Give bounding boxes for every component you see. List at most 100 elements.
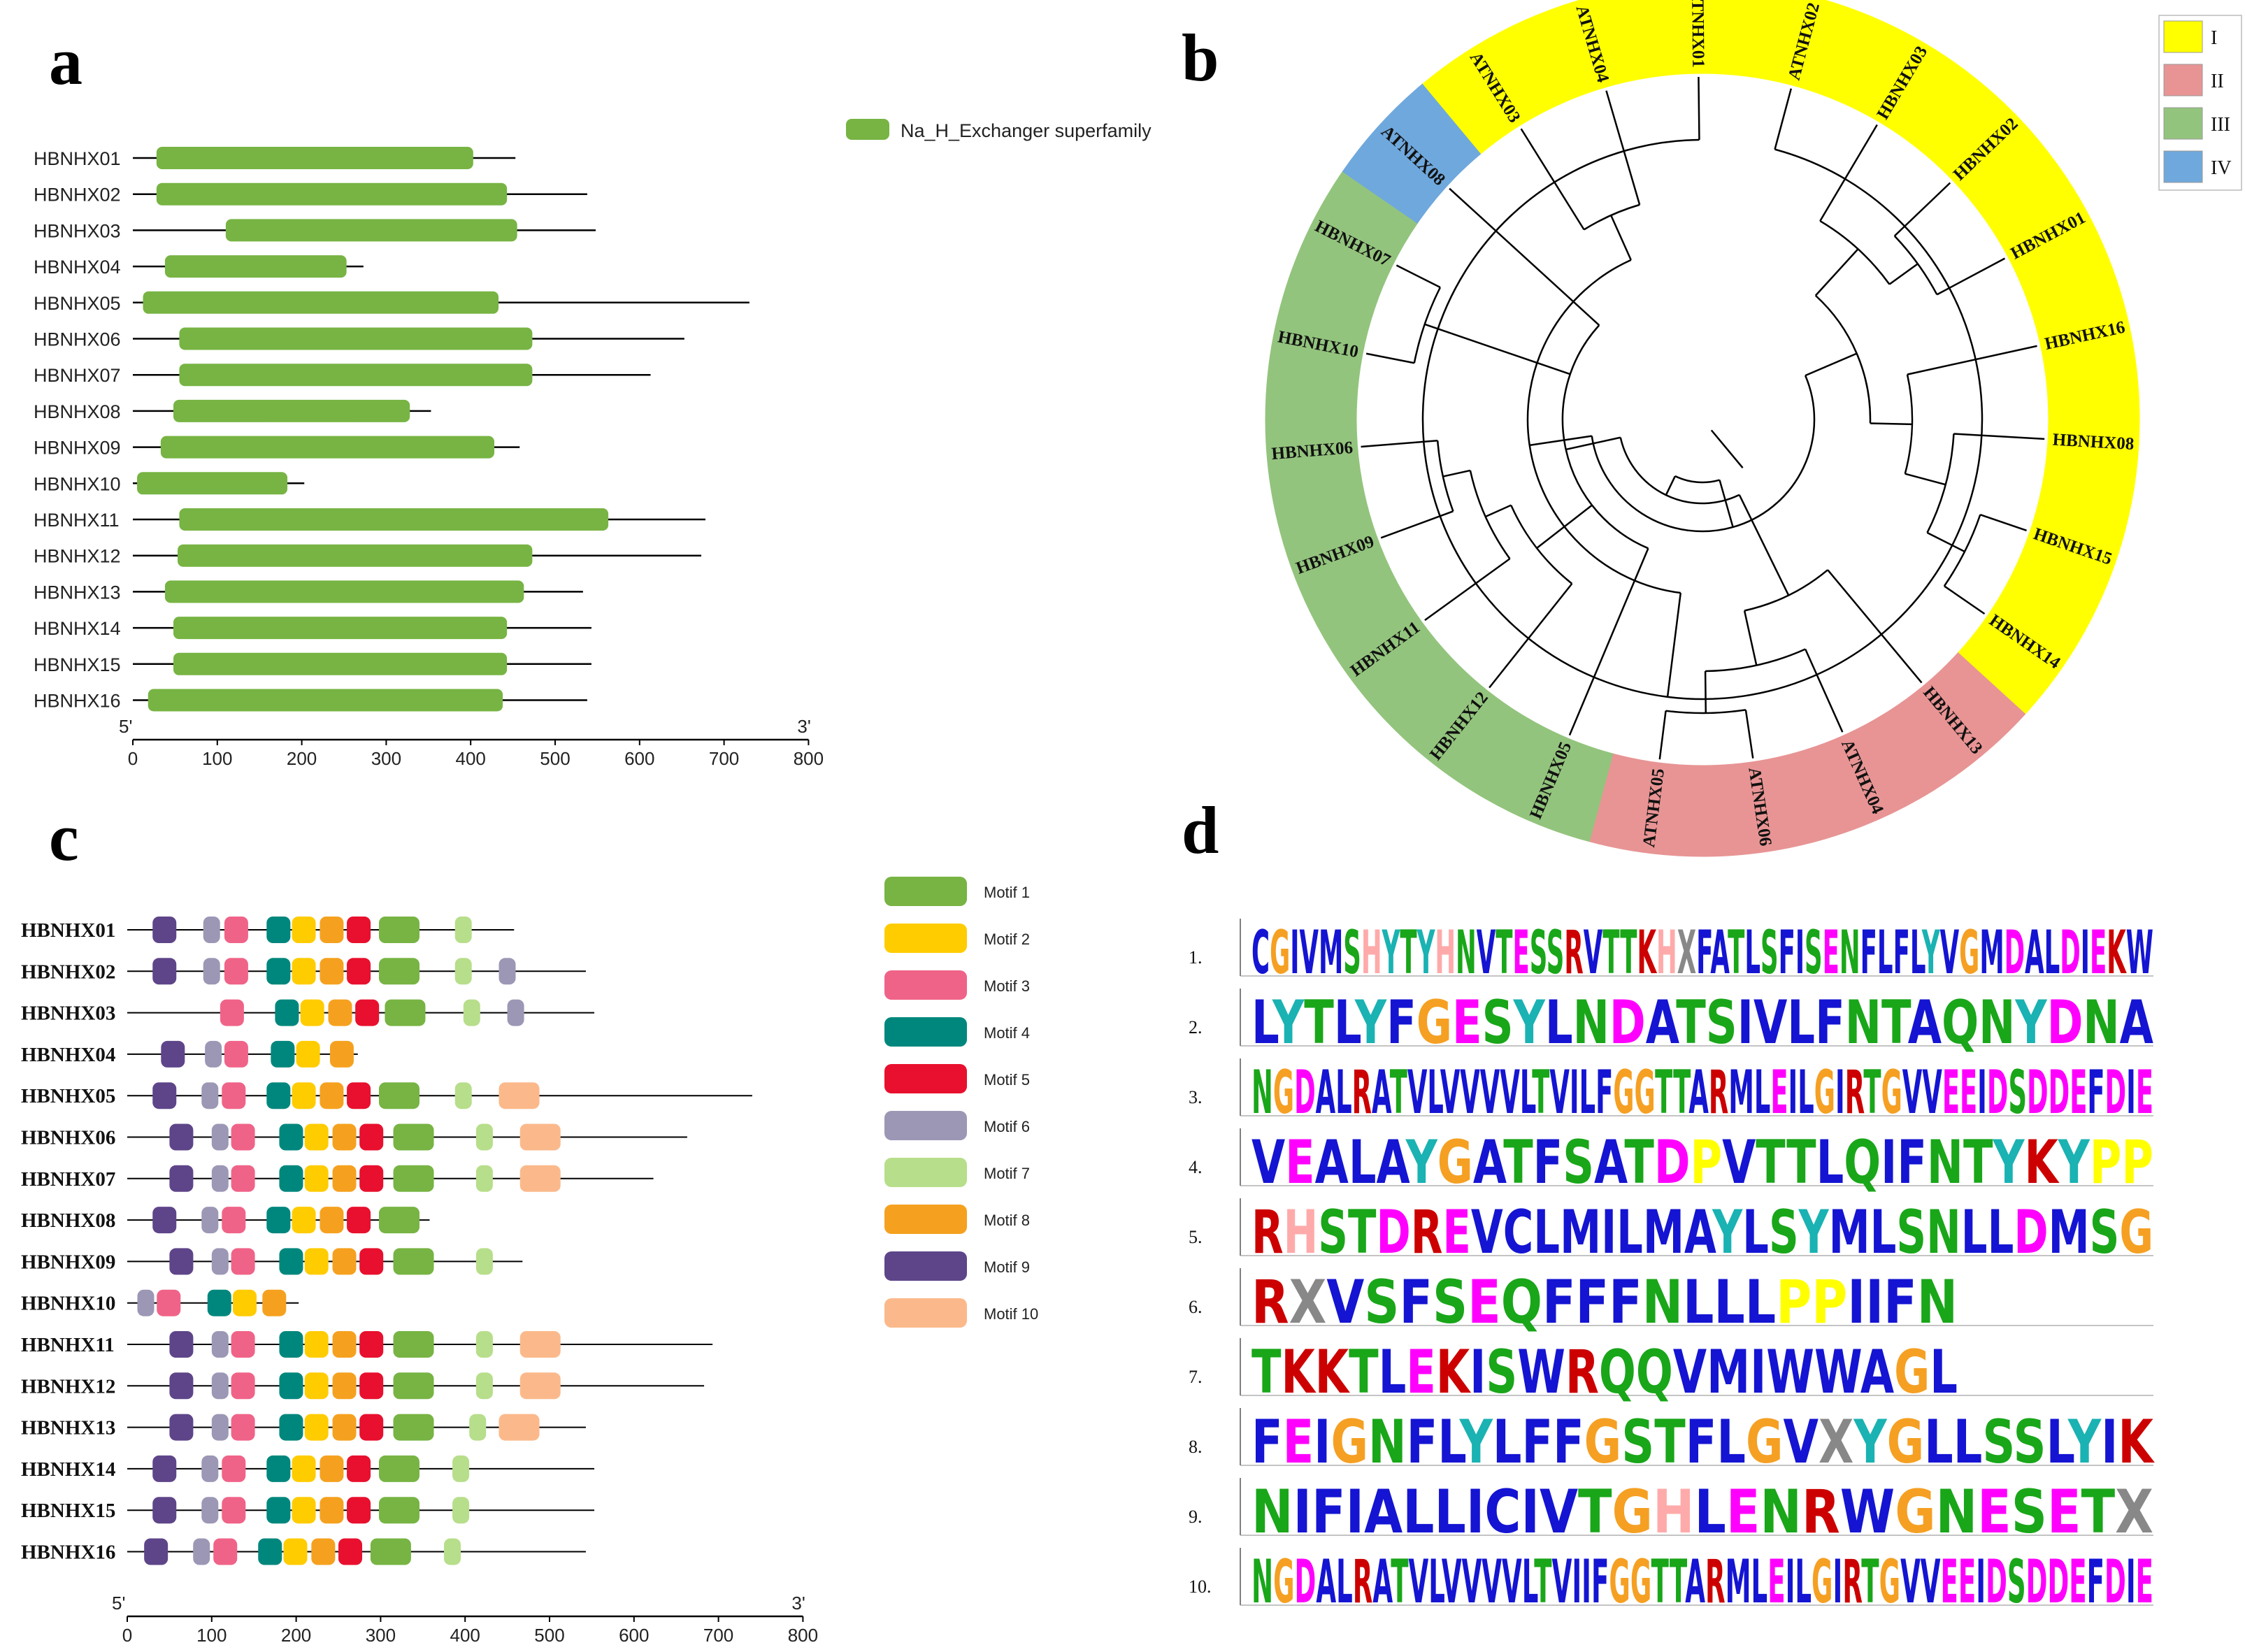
motif-box	[233, 1289, 257, 1316]
tree-branch	[1529, 435, 1592, 447]
group-swatch	[2163, 64, 2203, 96]
motif-box	[292, 958, 316, 985]
tree-arc	[1744, 569, 1828, 612]
motif-box	[328, 999, 352, 1026]
tree-branch	[1905, 473, 1946, 486]
motif-box	[475, 1123, 493, 1151]
motif-box	[300, 999, 324, 1026]
motif-box	[266, 1207, 291, 1234]
motif-box	[519, 1372, 561, 1400]
panel-d-sequence-logos: 1.CGIVMSHYTYHNVTESSRVTTKHXFATLSFISENFLFL…	[1189, 918, 2156, 1617]
logo-row-number: 10.	[1189, 1576, 1212, 1597]
gene-label: HBNHX15	[21, 1500, 115, 1522]
tree-arc	[1591, 375, 1816, 533]
motif-box	[201, 1082, 219, 1109]
motif-box	[157, 1289, 181, 1316]
tree-branch	[1380, 510, 1454, 539]
tree-branch	[1953, 433, 2045, 440]
motif-box	[152, 1455, 177, 1482]
motif-box	[220, 999, 244, 1026]
sequence-logo: NIFIALLICIVTGHLENRWGNESETX	[1251, 1477, 2153, 1547]
motif-box	[266, 1082, 291, 1109]
motif-box	[329, 1040, 354, 1068]
motif-box	[169, 1414, 194, 1441]
motif-box	[283, 1538, 308, 1565]
motif-box	[454, 1082, 472, 1109]
gene-label: HBNHX03	[34, 220, 121, 241]
motif-legend-swatch	[884, 877, 967, 906]
motif-legend-swatch	[884, 1298, 967, 1328]
tree-branch	[1565, 436, 1621, 451]
motif-box	[452, 1497, 470, 1524]
tree-branch	[1814, 248, 1859, 296]
domain-bar	[164, 580, 524, 603]
motif-box	[347, 1497, 371, 1524]
motif-box	[279, 1165, 303, 1192]
tree-arc	[1421, 138, 1984, 701]
end-label-3: 3'	[791, 1593, 805, 1614]
motif-box	[292, 1497, 316, 1524]
tree-branch	[1944, 585, 1986, 615]
group-swatch	[2163, 107, 2203, 140]
group-legend-box	[2158, 15, 2242, 191]
motif-box	[211, 1414, 229, 1441]
legend-swatch-domain	[846, 119, 889, 140]
axis-tick-label: 700	[703, 1625, 733, 1646]
motif-box	[224, 958, 248, 985]
logo-row-number: 2.	[1189, 1017, 1203, 1037]
motif-box	[519, 1331, 561, 1358]
motif-box	[292, 1082, 316, 1109]
gene-label: HBNHX10	[34, 473, 121, 494]
gene-label: HBNHX01	[34, 148, 121, 169]
group-label: III	[2211, 114, 2230, 136]
sequence-logo: FEIGNFLYLFFGSTFLGVXYGLLSSLYIK	[1251, 1407, 2156, 1477]
sequence-logo: LYTLYFGESYLNDATSIVLFNTAQNYDNA	[1251, 988, 2153, 1058]
motif-box	[222, 1455, 246, 1482]
motif-box	[499, 1082, 540, 1109]
motif-box	[292, 917, 316, 943]
panel-a-domain-diagram: Na_H_Exchanger superfamily HBNHX01HBNHX0…	[34, 119, 1152, 769]
domain-bar	[179, 327, 533, 350]
tree-branch	[1361, 439, 1438, 448]
tree-arc	[1469, 470, 1511, 559]
group-label: I	[2211, 27, 2217, 49]
motif-box	[231, 1165, 255, 1192]
motif-box	[332, 1372, 357, 1400]
tree-branch	[1666, 592, 1682, 698]
tree-branch	[1485, 504, 1512, 518]
motif-legend-swatch	[884, 1017, 967, 1047]
domain-bar	[179, 508, 609, 531]
tree-arc	[1526, 259, 1681, 594]
motif-box	[222, 1207, 246, 1234]
motif-box	[320, 1455, 344, 1482]
motif-box	[355, 999, 380, 1026]
motif-box	[332, 1331, 357, 1358]
motif-box	[359, 1372, 384, 1400]
tree-leaf-label: HBNHX08	[2052, 431, 2135, 454]
logo-row-number: 3.	[1189, 1087, 1203, 1107]
motif-box	[211, 1372, 229, 1400]
tree-branch	[1396, 264, 1441, 289]
domain-bar	[148, 689, 503, 712]
motif-box	[231, 1372, 255, 1400]
domain-bar	[156, 147, 473, 169]
motif-box	[231, 1414, 255, 1441]
motif-box	[378, 1455, 419, 1482]
tree-branch	[1704, 670, 1707, 713]
end-label-5: 5'	[119, 716, 132, 737]
motif-box	[201, 1497, 219, 1524]
motif-box	[475, 1372, 493, 1400]
sequence-logo: CGIVMSHYTYHNVTESSRVTTKHXFATLSFISENFLFLYV…	[1251, 918, 2153, 988]
axis-tick-label: 400	[450, 1625, 480, 1646]
motif-legend-swatch	[884, 1205, 967, 1234]
tree-arc	[1583, 203, 1640, 231]
motif-box	[499, 958, 516, 985]
motif-box	[275, 999, 299, 1026]
motif-box	[222, 1082, 246, 1109]
motif-box	[393, 1372, 434, 1400]
tree-arc	[1619, 437, 1740, 505]
motif-box	[393, 1331, 434, 1358]
